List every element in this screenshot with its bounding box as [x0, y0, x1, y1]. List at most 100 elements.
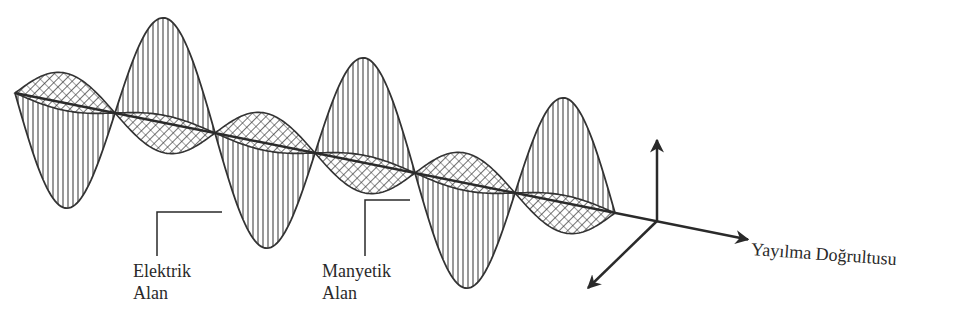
electric-field-hatch	[542, 118, 543, 199]
electric-field-hatch	[367, 59, 368, 164]
electric-field-hatch	[192, 62, 193, 129]
electric-field-hatch	[427, 176, 428, 218]
electric-field-hatch	[352, 63, 353, 161]
axis-label: Yayılma Doğrultusu	[750, 238, 897, 270]
electric-field-hatch	[342, 78, 343, 159]
electric-field-hatch	[497, 190, 498, 243]
electric-field-hatch	[32, 97, 33, 153]
propagation-axis	[15, 93, 748, 240]
electric-field-hatch	[392, 102, 393, 169]
magnetic-field-hatch	[315, 153, 415, 194]
electric-field-hatch	[232, 137, 233, 193]
electric-field-hatch	[537, 128, 538, 197]
magnetic-field-hatch	[15, 72, 115, 113]
electric-field-hatch	[127, 74, 128, 116]
magnetic-field-lobe	[515, 193, 615, 234]
electric-field-hatch	[347, 69, 348, 159]
magnetic-field-hatch	[415, 152, 515, 193]
electric-field-hatch	[467, 184, 468, 289]
electric-field-hatch	[247, 140, 248, 230]
electric-field-hatch	[137, 48, 138, 117]
electric-field-hatch	[452, 181, 453, 279]
electric-field-hatch	[102, 111, 103, 150]
electric-field-hatch	[132, 60, 133, 116]
electric-field-hatch	[57, 102, 58, 204]
electric-field-hatch	[82, 107, 83, 196]
electric-field-hatch	[42, 99, 43, 180]
electric-field-hatch	[27, 96, 28, 138]
electric-field-hatch	[177, 29, 178, 125]
electric-field-hatch	[237, 138, 238, 207]
electric-field-hatch	[582, 118, 583, 207]
electric-field-hatch	[502, 191, 503, 230]
electric-field-hatch	[262, 143, 263, 248]
electric-field-hatch	[357, 59, 358, 161]
electric-field-hatch	[437, 178, 438, 247]
electric-field-hatch	[67, 104, 68, 209]
electric-field-hatch	[37, 98, 38, 167]
electric-field-hatch	[197, 76, 198, 129]
electric-field-hatch	[142, 38, 143, 119]
electric-field-hatch	[532, 140, 533, 196]
electric-field-hatch	[442, 179, 443, 260]
electric-field-hatch	[187, 49, 188, 128]
electric-field-hatch	[572, 103, 573, 205]
electric-field-hatch	[227, 136, 228, 178]
coordinate-axis	[588, 221, 657, 288]
magnetic-field-lobe	[115, 113, 215, 154]
electric-field-hatch	[382, 78, 383, 167]
electric-field-hatch	[362, 58, 363, 163]
electric-field-hatch	[402, 132, 403, 171]
electric-field-hatch	[372, 63, 373, 165]
field-label: Elektrik Alan	[133, 260, 223, 304]
electric-field-hatch	[62, 103, 63, 208]
electric-field-hatch	[597, 156, 598, 209]
electric-field-hatch	[292, 149, 293, 216]
magnetic-field-lobe	[415, 152, 515, 193]
electric-field-hatch	[147, 29, 148, 119]
electric-field-hatch	[92, 109, 93, 176]
leader-line	[365, 200, 410, 256]
electric-field-hatch	[482, 187, 483, 276]
electric-field-hatch	[377, 69, 378, 165]
electric-field-hatch	[77, 106, 78, 202]
electric-field-hatch	[492, 189, 493, 256]
electric-field-hatch	[242, 139, 243, 220]
magnetic-field-lobe	[15, 72, 115, 113]
electric-field-hatch	[272, 145, 273, 247]
electric-field-hatch	[282, 147, 283, 236]
electric-field-hatch	[552, 103, 553, 201]
electric-field-hatch	[302, 151, 303, 190]
electric-field-hatch	[87, 108, 88, 187]
electric-field-hatch	[587, 129, 588, 208]
electric-field-hatch	[172, 23, 173, 125]
electric-field-hatch	[472, 185, 473, 287]
magnetic-field-hatch	[115, 113, 215, 154]
magnetic-field-hatch	[515, 193, 615, 234]
electric-field-hatch	[52, 101, 53, 199]
electric-field-hatch	[397, 116, 398, 169]
electric-field-hatch	[287, 148, 288, 227]
electric-field-hatch	[557, 99, 558, 201]
electric-field-hatch	[277, 146, 278, 242]
electric-field-hatch	[577, 109, 578, 205]
leader-line	[157, 212, 222, 256]
electric-field-hatch	[152, 23, 153, 121]
electric-field-hatch	[297, 150, 298, 203]
electric-field-hatch	[72, 105, 73, 207]
electric-field-hatch	[547, 109, 548, 199]
field-label: Manyetik Alan	[322, 260, 414, 304]
electric-field-hatch	[387, 89, 388, 168]
electric-field-hatch	[167, 19, 168, 124]
electric-field-hatch	[257, 142, 258, 244]
electric-field-hatch	[457, 182, 458, 284]
electric-field-hatch	[267, 144, 268, 249]
electric-field-hatch	[602, 172, 603, 211]
electric-field-hatch	[462, 183, 463, 288]
electric-field-hatch	[562, 98, 563, 203]
electric-field-hatch	[252, 141, 253, 239]
electric-field-hatch	[487, 188, 488, 267]
electric-field-hatch	[182, 38, 183, 127]
electric-field-hatch	[592, 142, 593, 209]
